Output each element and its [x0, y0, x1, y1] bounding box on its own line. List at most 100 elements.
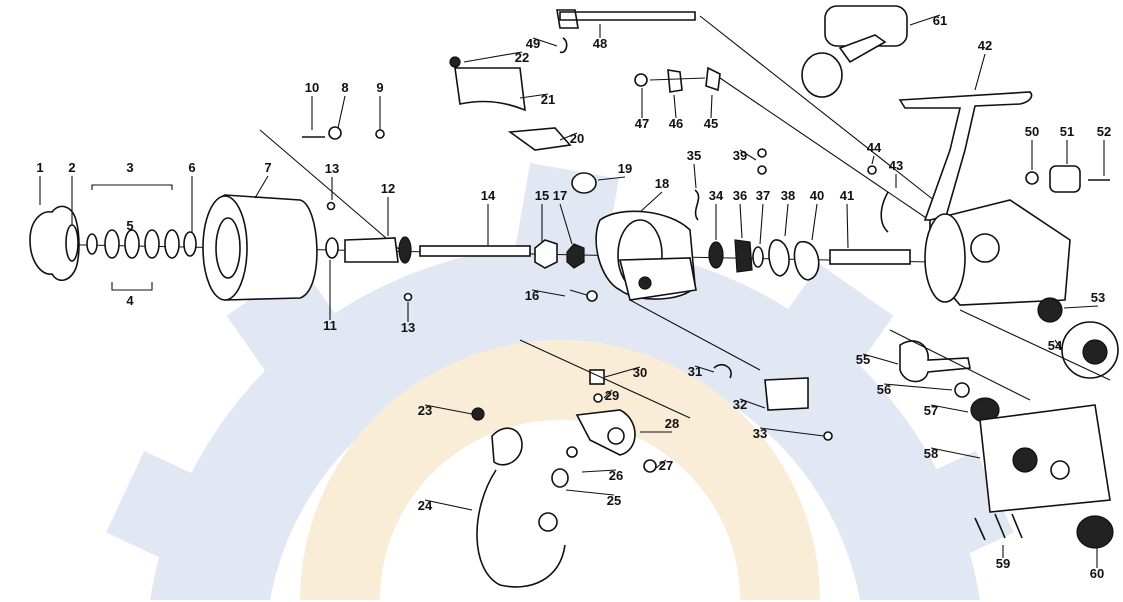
- leader-line-24: [424, 499, 473, 511]
- part-label-7: 7: [264, 160, 271, 175]
- leader-line-7: [254, 175, 269, 199]
- leader-line-23: [424, 404, 473, 415]
- part-label-4: 4: [126, 293, 134, 308]
- part-label-31: 31: [688, 364, 702, 379]
- part-label-43: 43: [889, 158, 903, 173]
- part-label-60: 60: [1090, 566, 1104, 581]
- leader-line-29: [603, 389, 613, 399]
- leader-line-20: [559, 132, 578, 141]
- part-label-13: 13: [325, 161, 339, 176]
- leader-line-41: [846, 203, 849, 249]
- part-48-bail: [559, 11, 696, 21]
- part-label-55: 55: [856, 352, 870, 367]
- part-label-23: 23: [418, 403, 432, 418]
- part-label-2: 2: [68, 160, 75, 175]
- part-label-8: 8: [341, 80, 348, 95]
- part-label-42: 42: [978, 38, 992, 53]
- leader-line-45: [710, 94, 713, 119]
- part-label-20: 20: [570, 131, 584, 146]
- part-label-45: 45: [704, 116, 718, 131]
- part-label-48: 48: [593, 36, 607, 51]
- bracket-3: [91, 184, 173, 190]
- part-label-32: 32: [733, 397, 747, 412]
- part-label-44: 44: [867, 140, 882, 155]
- part-58-cover: [979, 404, 1111, 513]
- leader-line-25: [565, 489, 615, 496]
- leader-line-26: [581, 469, 617, 473]
- part-label-21: 21: [541, 92, 555, 107]
- part-60-knob: [1076, 515, 1114, 549]
- part-label-35: 35: [687, 148, 701, 163]
- leader-line-32: [739, 398, 766, 409]
- bracket-4: [111, 282, 153, 291]
- leader-line-44: [871, 155, 875, 165]
- part-label-54: 54: [1048, 338, 1063, 353]
- part-label-27: 27: [659, 458, 673, 473]
- part-label-39: 39: [733, 148, 747, 163]
- leader-line-27: [655, 459, 667, 469]
- leader-line-36: [739, 203, 743, 239]
- leader-line-49: [532, 37, 558, 47]
- part-label-1: 1: [36, 160, 43, 175]
- part-label-22: 22: [515, 50, 529, 65]
- part-label-10: 10: [305, 80, 319, 95]
- part-label-34: 34: [709, 188, 724, 203]
- leader-line-37: [759, 203, 764, 245]
- part-label-57: 57: [924, 403, 938, 418]
- part-label-36: 36: [733, 188, 747, 203]
- part-label-16: 16: [525, 288, 539, 303]
- part-label-29: 29: [605, 388, 619, 403]
- leader-line-46: [673, 94, 677, 119]
- leader-line-17: [559, 203, 573, 245]
- part-label-61: 61: [933, 13, 947, 28]
- leader-line-61: [909, 14, 941, 26]
- part-label-15: 15: [535, 188, 549, 203]
- part-42-foot: [898, 91, 1033, 221]
- part-label-56: 56: [877, 382, 891, 397]
- leader-line-8: [337, 95, 346, 129]
- leader-line-30: [604, 366, 641, 378]
- part-label-53: 53: [1091, 290, 1105, 305]
- part-label-33: 33: [753, 426, 767, 441]
- leader-line-56: [883, 383, 953, 391]
- part-label-50: 50: [1025, 124, 1039, 139]
- part-label-3: 3: [126, 160, 133, 175]
- part-label-18: 18: [655, 176, 669, 191]
- part-label-11: 11: [323, 318, 337, 333]
- part-label-28: 28: [665, 416, 679, 431]
- part-label-26: 26: [609, 468, 623, 483]
- part-label-17: 17: [553, 188, 567, 203]
- leader-line-53: [1063, 305, 1099, 309]
- part-label-14: 14: [481, 188, 496, 203]
- part-label-52: 52: [1097, 124, 1111, 139]
- part-label-19: 19: [618, 161, 632, 176]
- leader-line-55: [862, 353, 899, 365]
- part-12: [344, 237, 399, 263]
- part-label-9: 9: [376, 80, 383, 95]
- part-label-24: 24: [418, 498, 433, 513]
- leader-line-18: [639, 191, 663, 213]
- part-label-47: 47: [635, 116, 649, 131]
- leader-line-35: [693, 163, 697, 189]
- part-label-41: 41: [840, 188, 854, 203]
- part-label-37: 37: [756, 188, 770, 203]
- leader-line-54: [1054, 339, 1063, 351]
- part-label-58: 58: [924, 446, 938, 461]
- part-1-knob: [29, 205, 80, 281]
- part-label-30: 30: [633, 365, 647, 380]
- part-label-46: 46: [669, 116, 683, 131]
- leader-line-58: [930, 447, 981, 459]
- leader-line-40: [811, 203, 818, 241]
- leader-line-38: [784, 203, 789, 237]
- leader-line-42: [974, 53, 986, 91]
- part-label-6: 6: [188, 160, 195, 175]
- leader-line-19: [597, 176, 626, 181]
- leader-line-39: [739, 149, 757, 161]
- part-label-51: 51: [1060, 124, 1074, 139]
- leader-line-57: [930, 404, 969, 413]
- part-label-13: 13: [401, 320, 415, 335]
- part-label-38: 38: [781, 188, 795, 203]
- leader-line-21: [519, 93, 549, 99]
